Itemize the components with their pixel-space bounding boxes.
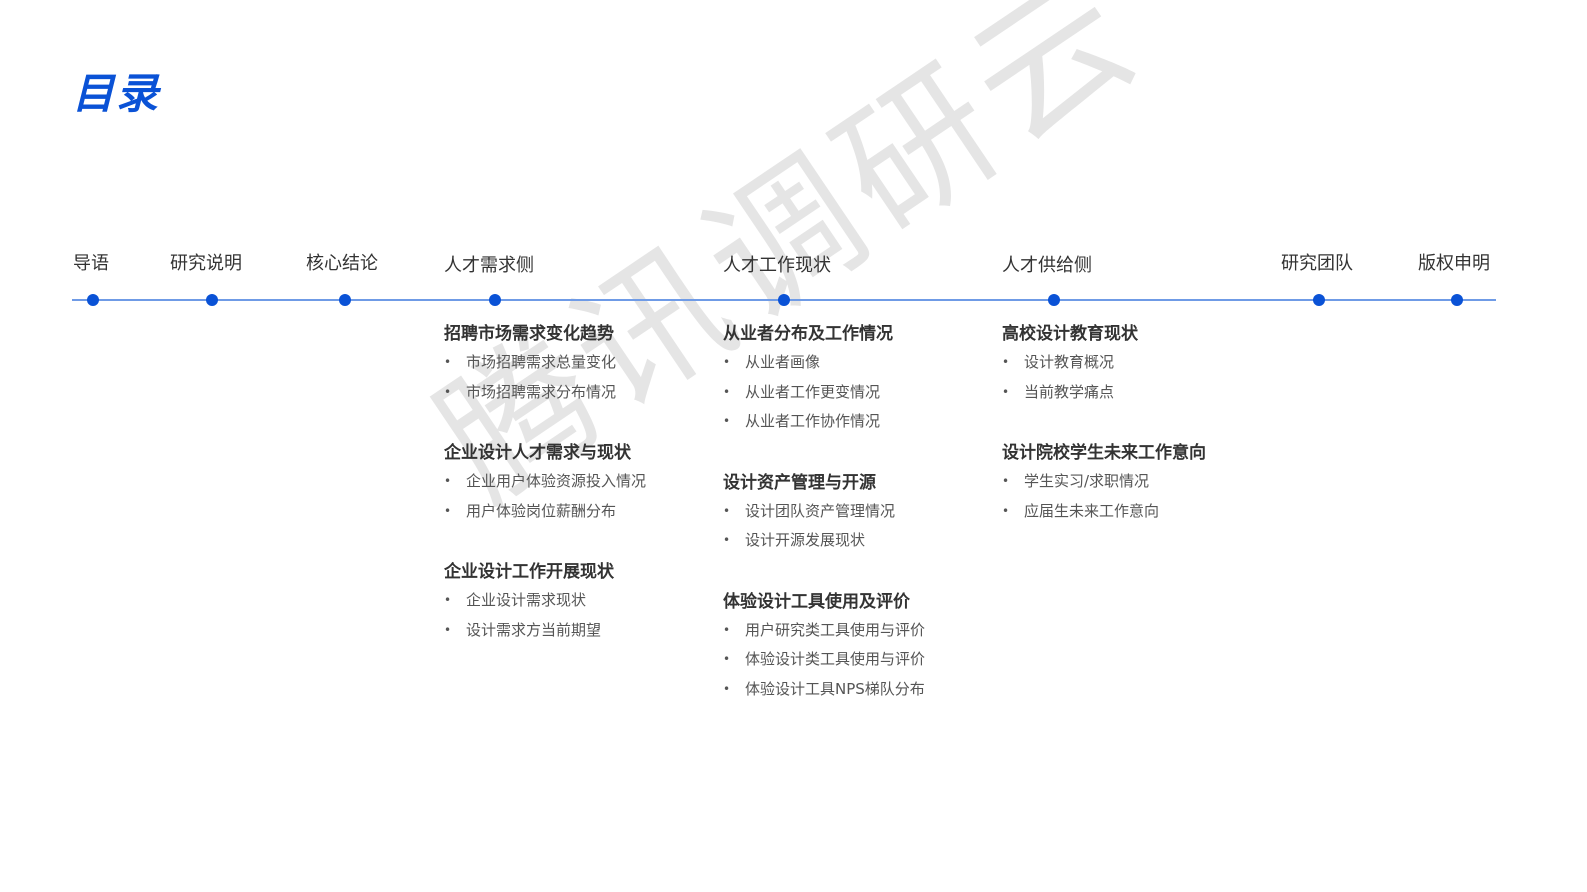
toc-section: 企业设计人才需求与现状 • 企业用户体验资源投入情况 • 用户体验岗位薪酬分布 (444, 439, 714, 526)
timeline-dot (1451, 294, 1463, 306)
section-item-label: 从业者画像 (745, 353, 821, 371)
section-item-label: 企业用户体验资源投入情况 (466, 472, 647, 490)
timeline-dot (1313, 294, 1325, 306)
section-item-label: 设计团队资产管理情况 (745, 501, 896, 520)
section-title[interactable]: 企业设计工作开展现状 (444, 562, 614, 582)
bullet-icon: • (444, 355, 452, 369)
section-title[interactable]: 体验设计工具使用及评价 (723, 591, 910, 612)
timeline-node-intro[interactable]: 导语 (73, 253, 109, 274)
section-item[interactable]: • 设计教育概况 (1002, 348, 1272, 378)
bullet-icon: • (444, 384, 452, 399)
bullet-icon: • (444, 474, 452, 488)
section-title[interactable]: 高校设计教育现状 (1002, 324, 1138, 344)
bullet-icon: • (723, 355, 731, 369)
bullet-icon: • (723, 622, 731, 637)
section-item[interactable]: • 从业者工作更变情况 (723, 378, 993, 408)
section-item-label: 设计需求方当前期望 (466, 620, 602, 639)
timeline-dot (87, 294, 99, 306)
section-item[interactable]: • 应届生未来工作意向 (1002, 497, 1272, 527)
bullet-icon: • (723, 503, 731, 518)
timeline-dot (489, 294, 501, 306)
section-item[interactable]: • 企业设计需求现状 (444, 586, 714, 616)
timeline-node-research-notes[interactable]: 研究说明 (170, 253, 242, 274)
timeline-node-talent-work-status[interactable]: 人才工作现状 (723, 255, 831, 276)
section-item[interactable]: • 用户体验岗位薪酬分布 (444, 497, 714, 527)
timeline-dot (206, 294, 218, 306)
bullet-icon: • (723, 384, 731, 399)
section-item[interactable]: • 从业者工作协作情况 (723, 407, 993, 437)
section-title[interactable]: 设计院校学生未来工作意向 (1002, 443, 1206, 463)
section-item[interactable]: • 当前教学痛点 (1002, 378, 1272, 408)
section-item-label: 体验设计类工具使用与评价 (745, 650, 926, 668)
toc-section: 企业设计工作开展现状 • 企业设计需求现状 • 设计需求方当前期望 (444, 558, 714, 645)
column-talent-work-status: 从业者分布及工作情况 •从业者画像 •从业者工作更变情况 •从业者工作协作情况 … (723, 320, 993, 726)
section-item-label: 学生实习/求职情况 (1024, 472, 1150, 490)
section-item[interactable]: • 体验设计类工具使用与评价 (723, 645, 993, 675)
bullet-icon: • (723, 681, 731, 696)
timeline-node-key-findings[interactable]: 核心结论 (306, 253, 378, 274)
column-talent-demand: 招聘市场需求变化趋势 • 市场招聘需求总量变化 • 市场招聘需求分布情况 企业设计人… (444, 320, 714, 667)
bullet-icon: • (1002, 503, 1010, 518)
section-item-label: 体验设计工具NPS梯队分布 (745, 679, 925, 698)
timeline-dot (339, 294, 351, 306)
section-item-label: 用户体验岗位薪酬分布 (466, 501, 617, 520)
toc-section: 体验设计工具使用及评价 •用户研究类工具使用与评价 •体验设计类工具使用与评价 … (723, 588, 993, 705)
section-item[interactable]: • 从业者画像 (723, 348, 993, 378)
section-item-label: 设计开源发展现状 (745, 531, 866, 549)
section-item-label: 用户研究类工具使用与评价 (745, 620, 926, 639)
section-item-label: 从业者工作更变情况 (745, 382, 881, 401)
section-item-label: 当前教学痛点 (1024, 382, 1115, 401)
section-item[interactable]: • 市场招聘需求总量变化 (444, 348, 714, 378)
timeline-dot (1048, 294, 1060, 306)
timeline-node-talent-supply[interactable]: 人才供给侧 (1002, 255, 1092, 276)
section-item-label: 企业设计需求现状 (466, 591, 587, 609)
section-item-label: 应届生未来工作意向 (1024, 501, 1160, 520)
section-item[interactable]: • 设计需求方当前期望 (444, 616, 714, 646)
timeline-node-research-team[interactable]: 研究团队 (1281, 253, 1353, 274)
section-item-label: 从业者工作协作情况 (745, 412, 881, 430)
section-item[interactable]: • 市场招聘需求分布情况 (444, 378, 714, 408)
section-item[interactable]: • 学生实习/求职情况 (1002, 467, 1272, 497)
section-item[interactable]: • 体验设计工具NPS梯队分布 (723, 675, 993, 705)
bullet-icon: • (723, 533, 731, 547)
bullet-icon: • (1002, 355, 1010, 369)
column-talent-supply: 高校设计教育现状 • 设计教育概况 • 当前教学痛点 设计院校学生未来工作意向 • 学… (1002, 320, 1272, 548)
section-item-label: 市场招聘需求分布情况 (466, 382, 617, 401)
page-title: 目录 (72, 69, 161, 118)
bullet-icon: • (444, 622, 452, 637)
timeline-node-talent-demand[interactable]: 人才需求侧 (444, 255, 534, 276)
section-item[interactable]: • 用户研究类工具使用与评价 (723, 616, 993, 646)
section-item[interactable]: • 企业用户体验资源投入情况 (444, 467, 714, 497)
section-item-label: 设计教育概况 (1024, 353, 1115, 371)
bullet-icon: • (723, 414, 731, 428)
section-item-label: 市场招聘需求总量变化 (466, 353, 617, 371)
bullet-icon: • (723, 652, 731, 666)
toc-section: 设计院校学生未来工作意向 • 学生实习/求职情况 • 应届生未来工作意向 (1002, 439, 1272, 526)
toc-section: 高校设计教育现状 • 设计教育概况 • 当前教学痛点 (1002, 320, 1272, 407)
section-title[interactable]: 招聘市场需求变化趋势 (444, 324, 614, 344)
timeline-dot (778, 294, 790, 306)
section-title[interactable]: 企业设计人才需求与现状 (444, 443, 631, 463)
toc-section: 从业者分布及工作情况 • 从业者画像 • 从业者工作更变情况 • 从业者工作协作情况 (723, 320, 993, 437)
timeline-node-copyright[interactable]: 版权申明 (1418, 253, 1490, 274)
toc-section: 招聘市场需求变化趋势 • 市场招聘需求总量变化 • 市场招聘需求分布情况 (444, 320, 714, 407)
bullet-icon: • (1002, 474, 1010, 488)
section-title[interactable]: 从业者分布及工作情况 (723, 324, 893, 344)
section-item[interactable]: • 设计团队资产管理情况 (723, 497, 993, 527)
section-item[interactable]: • 设计开源发展现状 (723, 526, 993, 556)
bullet-icon: • (444, 593, 452, 607)
section-title[interactable]: 设计资产管理与开源 (723, 472, 876, 493)
toc-section: 设计资产管理与开源 • 设计团队资产管理情况 • 设计开源发展现状 (723, 469, 993, 556)
bullet-icon: • (444, 503, 452, 518)
bullet-icon: • (1002, 384, 1010, 399)
